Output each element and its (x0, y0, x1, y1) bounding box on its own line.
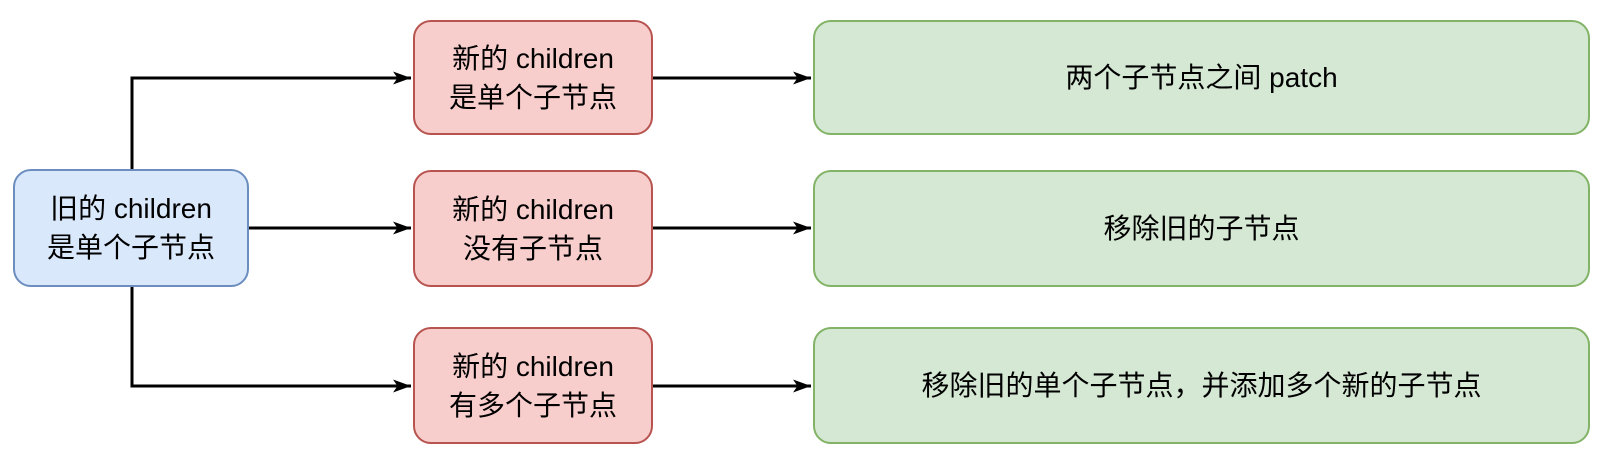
node-result-remove-old-add-new: 移除旧的单个子节点，并添加多个新的子节点 (813, 327, 1590, 444)
node-label-line: 新的 children (452, 350, 614, 382)
node-label-line: 移除旧的子节点 (1103, 213, 1300, 244)
arrow-root-to-condition-3 (130, 287, 411, 393)
node-label-line: 是单个子节点 (46, 232, 215, 263)
node-result-remove-old-child: 移除旧的子节点 (813, 170, 1590, 287)
arrow-root-to-condition-1 (130, 71, 411, 169)
node-label-line: 两个子节点之间 patch (1065, 62, 1338, 93)
node-label-line: 是单个子节点 (448, 81, 617, 113)
node-label-line: 新的 children (452, 42, 614, 74)
node-new-children-none: 新的 children 没有子节点 (413, 170, 653, 287)
node-old-children-single: 旧的 children 是单个子节点 (13, 169, 249, 287)
node-new-children-multiple: 新的 children 有多个子节点 (413, 327, 653, 444)
node-label-line: 移除旧的单个子节点，并添加多个新的子节点 (921, 370, 1482, 401)
node-label-line: 没有子节点 (462, 232, 603, 264)
node-new-children-single: 新的 children 是单个子节点 (413, 20, 653, 135)
node-label-line: 有多个子节点 (448, 389, 617, 421)
node-label-line: 旧的 children (50, 193, 212, 224)
node-result-patch-between-children: 两个子节点之间 patch (813, 20, 1590, 135)
node-label-line: 新的 children (452, 193, 614, 225)
